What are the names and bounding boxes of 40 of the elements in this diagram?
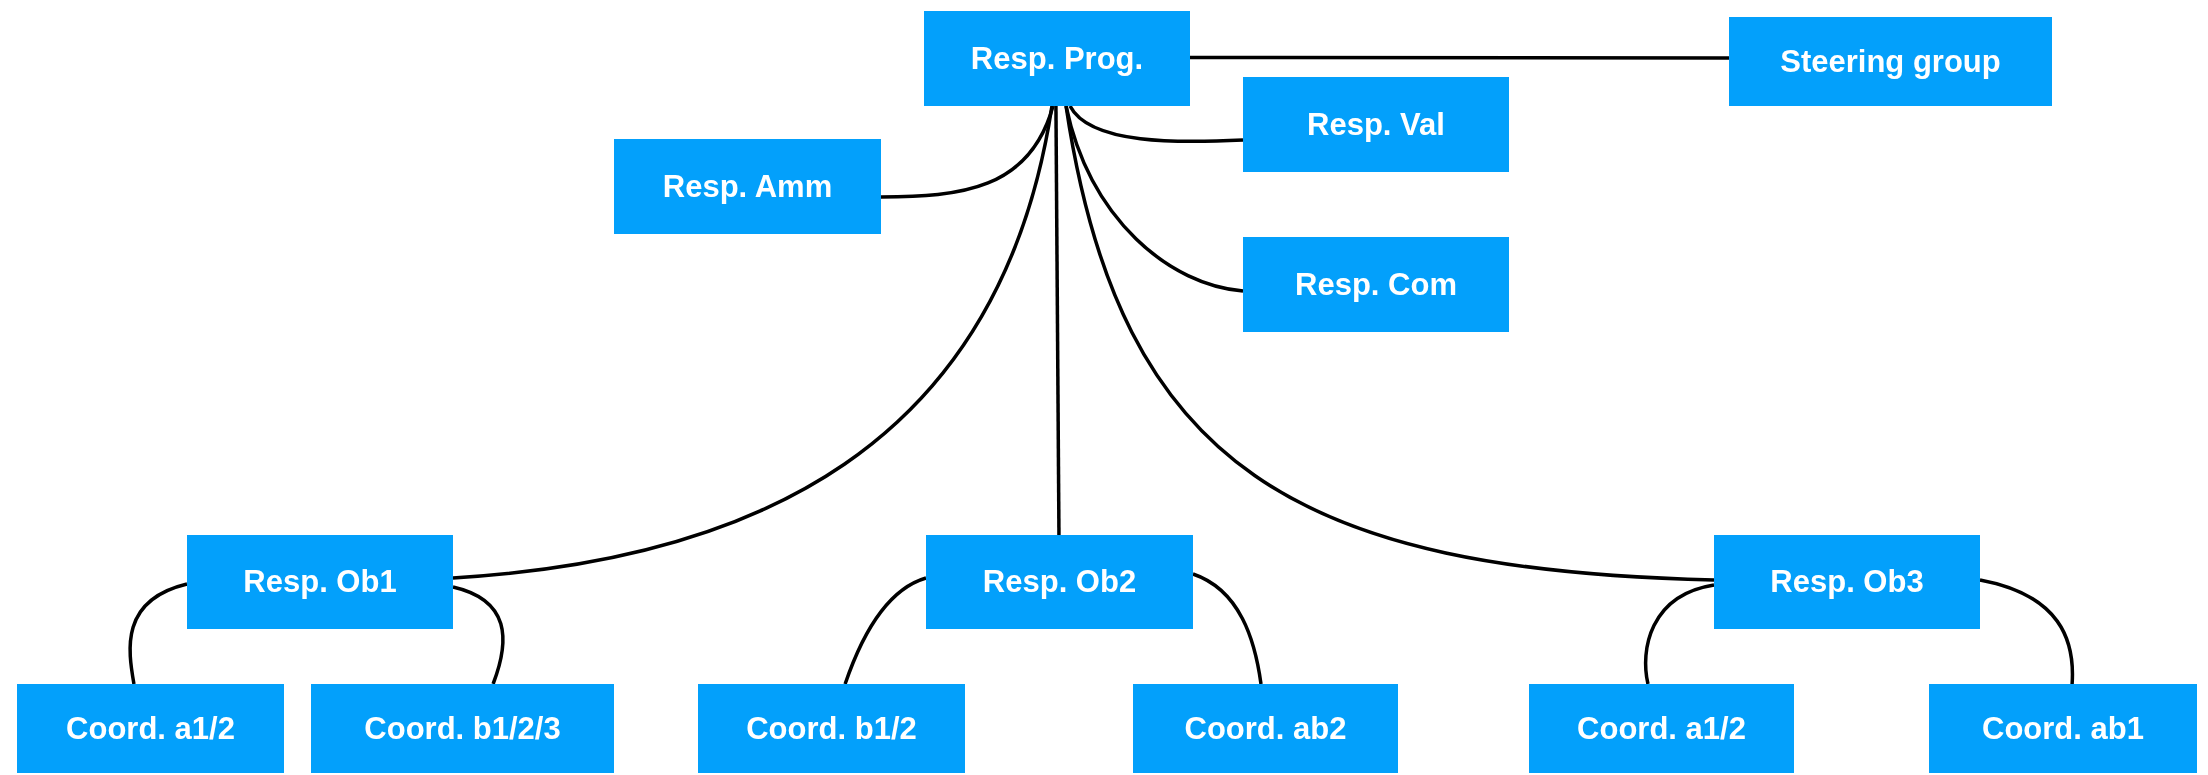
connector-line bbox=[452, 105, 1054, 580]
connector-line bbox=[128, 582, 188, 685]
role-box bbox=[1133, 684, 1398, 773]
role-box bbox=[1729, 17, 2052, 106]
role-box bbox=[1714, 535, 1980, 629]
role-box bbox=[614, 139, 881, 234]
role-label: Coord. ab1 bbox=[1982, 710, 2144, 747]
connector-line bbox=[1192, 572, 1263, 685]
role-box bbox=[924, 11, 1190, 106]
connector-line bbox=[1064, 105, 1715, 582]
connector-line bbox=[1054, 106, 1061, 535]
role-box bbox=[1243, 237, 1509, 332]
connector-line bbox=[1643, 583, 1715, 685]
role-box bbox=[926, 535, 1193, 629]
role-label: Coord. a1/2 bbox=[66, 710, 235, 747]
connector-line bbox=[1979, 578, 2075, 685]
connector-line bbox=[843, 576, 927, 685]
role-label: Coord. b1/2/3 bbox=[364, 710, 561, 747]
connector-line bbox=[881, 105, 1055, 199]
role-label: Resp. Ob2 bbox=[982, 564, 1137, 600]
role-box bbox=[1529, 684, 1794, 773]
role-box bbox=[1929, 684, 2197, 773]
role-label: Coord. a1/2 bbox=[1577, 710, 1746, 747]
role-box bbox=[1243, 77, 1509, 172]
connector-line bbox=[452, 585, 505, 685]
role-box bbox=[17, 684, 284, 773]
role-label: Resp. Com bbox=[1295, 266, 1457, 303]
role-label: Coord. b1/2 bbox=[746, 710, 917, 747]
role-box bbox=[311, 684, 614, 773]
role-label: Resp. Prog. bbox=[970, 40, 1144, 77]
role-box bbox=[698, 684, 965, 773]
connector-line bbox=[1190, 55, 1729, 60]
role-label: Steering group bbox=[1780, 43, 2001, 80]
role-label: Resp. Ob1 bbox=[243, 564, 397, 600]
role-label: Resp. Amm bbox=[662, 168, 833, 205]
connector-line bbox=[1068, 104, 1244, 144]
role-label: Coord. ab2 bbox=[1184, 710, 1347, 747]
role-box bbox=[187, 535, 453, 629]
role-label: Resp. Val bbox=[1307, 106, 1445, 143]
role-label: Resp. Ob3 bbox=[1770, 564, 1924, 600]
